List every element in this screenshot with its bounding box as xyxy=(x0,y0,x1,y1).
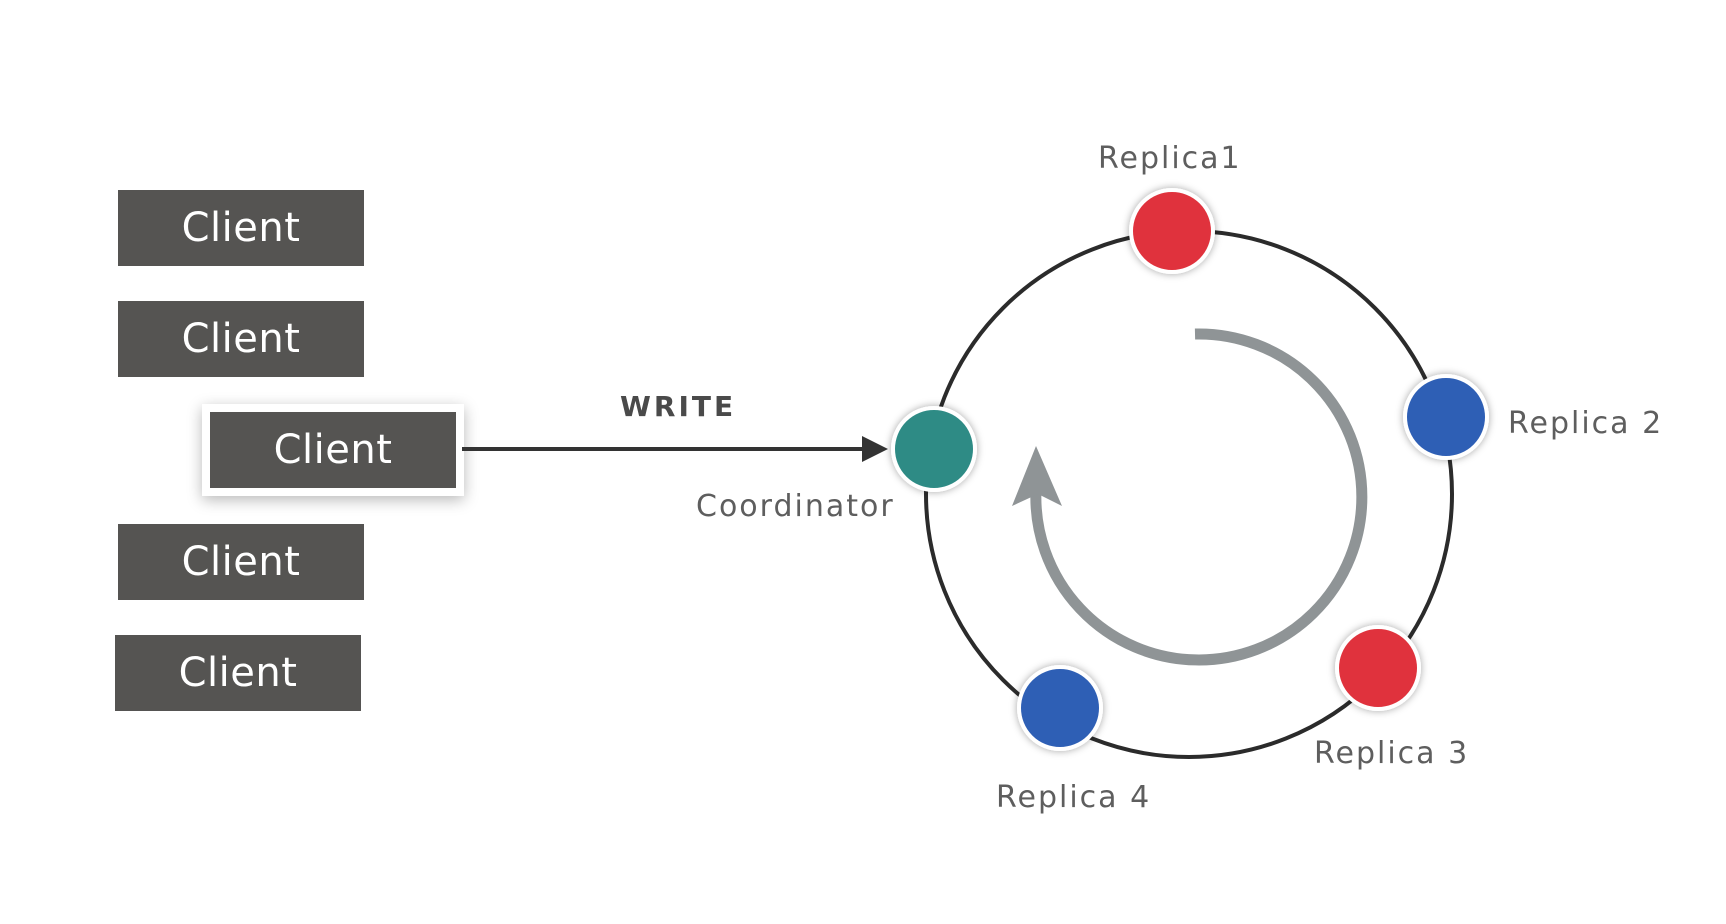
replica2-node xyxy=(1403,374,1489,460)
client-box-1: Client xyxy=(118,190,364,266)
flow-arrow-path xyxy=(1030,328,1368,666)
client-label-5: Client xyxy=(178,650,298,696)
write-arrow-head xyxy=(862,436,888,462)
client-label-4: Client xyxy=(181,539,301,585)
flow-arrow-head xyxy=(1012,446,1062,506)
client-label-3: Client xyxy=(273,427,393,473)
coordinator-label: Coordinator xyxy=(696,489,895,524)
coordinator-node xyxy=(891,406,977,492)
replica1-label: Replica1 xyxy=(1098,141,1242,176)
client-box-active: Client xyxy=(210,412,456,488)
replica3-node xyxy=(1335,625,1421,711)
replica2-label: Replica 2 xyxy=(1508,406,1664,441)
client-box-4: Client xyxy=(118,524,364,600)
client-label-2: Client xyxy=(181,316,301,362)
client-box-2: Client xyxy=(118,301,364,377)
replica4-node xyxy=(1017,665,1103,751)
replica3-label: Replica 3 xyxy=(1314,736,1470,771)
write-label: WRITE xyxy=(620,390,737,423)
client-box-5: Client xyxy=(115,635,361,711)
replica1-node xyxy=(1129,188,1215,274)
replica4-label: Replica 4 xyxy=(996,780,1152,815)
client-label-1: Client xyxy=(181,205,301,251)
